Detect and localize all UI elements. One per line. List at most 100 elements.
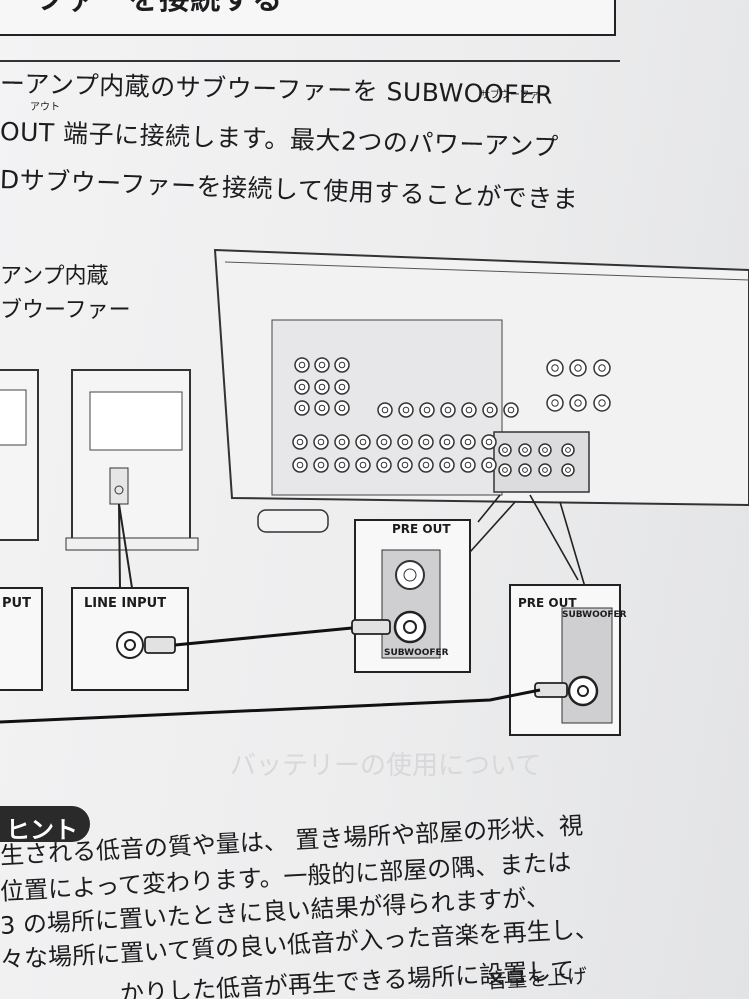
rca-jack (481, 434, 497, 450)
hint-tab: ヒント (0, 806, 90, 844)
rca-jack (334, 434, 350, 450)
rca-jack-center (423, 406, 431, 414)
rca-jack-center (422, 438, 430, 446)
rca-jack-center (318, 361, 326, 369)
pre-out-label-1: PRE OUT (392, 522, 451, 536)
rca-jack (334, 457, 350, 473)
rca-jack-center (318, 404, 326, 412)
rca-jack-center (317, 438, 325, 446)
hint-line-6: 音量を上げ (486, 963, 588, 993)
rca-jack-center (381, 406, 389, 414)
rca-jack (460, 457, 476, 473)
ruby-subwoofer: サブウーファー (480, 90, 550, 101)
rca-jack-center (522, 447, 528, 453)
rca-jack (482, 402, 498, 418)
rca-jack-center (464, 461, 472, 469)
rca-jack-center (565, 447, 571, 453)
intro-line-3: Dサブウーファーを接続して使用することができま (0, 165, 579, 215)
rca-jack (569, 359, 587, 377)
rca-jack-center (359, 461, 367, 469)
rca-jack-center (465, 406, 473, 414)
connection-diagram (0, 248, 749, 736)
rca-jack-center (380, 438, 388, 446)
rca-jack (397, 457, 413, 473)
rca-jack (439, 434, 455, 450)
rca-jack-center (574, 399, 582, 407)
rca-jack-center (338, 404, 346, 412)
line-input-cut-label: PUT (2, 596, 31, 611)
rca-jack (518, 443, 532, 457)
rca-jack (538, 463, 552, 477)
section-title-box: ーファーを接続する (0, 0, 616, 36)
rca-jack (419, 402, 435, 418)
rca-jack (481, 457, 497, 473)
pre-out-label-2: PRE OUT (518, 596, 577, 610)
line-input-label: LINE INPUT (84, 596, 167, 611)
rca-jack-center (298, 361, 306, 369)
rca-jack (355, 457, 371, 473)
rca-jack-center (298, 404, 306, 412)
subwoofer-speaker-right (65, 369, 199, 551)
rca-jack (334, 357, 350, 373)
rca-jack (377, 402, 393, 418)
rca-jack (334, 400, 350, 416)
rca-jack-center (551, 364, 559, 372)
rca-jack-center (444, 406, 452, 414)
rca-jack (355, 434, 371, 450)
receiver-rear-panel (213, 248, 749, 533)
rca-jack-center (318, 383, 326, 391)
rca-jack (593, 394, 611, 412)
rca-jack-center (380, 461, 388, 469)
rca-jack (546, 394, 564, 412)
rca-jack (561, 443, 575, 457)
rca-jack-center (296, 461, 304, 469)
show-through-text: バッテリーの使用について (230, 751, 542, 781)
rca-jack-center (296, 438, 304, 446)
rca-jack-center (542, 467, 548, 473)
rca-jack-center (551, 399, 559, 407)
rca-jack-center (443, 461, 451, 469)
rca-jack (561, 463, 575, 477)
rca-jack-center (485, 438, 493, 446)
rca-jack (538, 443, 552, 457)
rca-jack (398, 402, 414, 418)
rca-jack-center (401, 461, 409, 469)
intro-line-1: ーアンプ内蔵のサブウーファーを SUBWOOFER (0, 69, 554, 110)
subwoofer-speaker-left (0, 369, 39, 541)
rca-jack (418, 434, 434, 450)
rca-jack-center (338, 383, 346, 391)
rca-jack-center (542, 447, 548, 453)
hint-tab-label: ヒント (6, 816, 78, 844)
rca-jack (314, 357, 330, 373)
rca-jack (294, 379, 310, 395)
rca-jack (503, 402, 519, 418)
rca-jack (314, 379, 330, 395)
rca-jack (546, 359, 564, 377)
rca-jack-center (338, 461, 346, 469)
rca-jack (461, 402, 477, 418)
rca-jack-center (574, 364, 582, 372)
rca-jack-center (317, 461, 325, 469)
rca-jack-grid (292, 357, 611, 477)
rca-jack (498, 443, 512, 457)
rca-jack (334, 379, 350, 395)
rca-jack (397, 434, 413, 450)
rca-jack-center (565, 467, 571, 473)
rca-jack-center (443, 438, 451, 446)
rca-jack-center (507, 406, 515, 414)
speaker-caption-1: アンプ内蔵 (0, 264, 109, 289)
rca-jack (376, 434, 392, 450)
rca-jack-center (338, 438, 346, 446)
speaker-caption-2: ブウーファー (0, 298, 131, 323)
rca-jack-center (485, 461, 493, 469)
rca-jack (294, 357, 310, 373)
rca-jack-center (598, 399, 606, 407)
rca-jack (313, 434, 329, 450)
rca-jack-center (598, 364, 606, 372)
ruby-out: アウト (30, 102, 60, 113)
rca-jack-center (522, 467, 528, 473)
rca-jack (376, 457, 392, 473)
section-title: ーファーを接続する (6, 0, 283, 18)
rca-jack (313, 457, 329, 473)
